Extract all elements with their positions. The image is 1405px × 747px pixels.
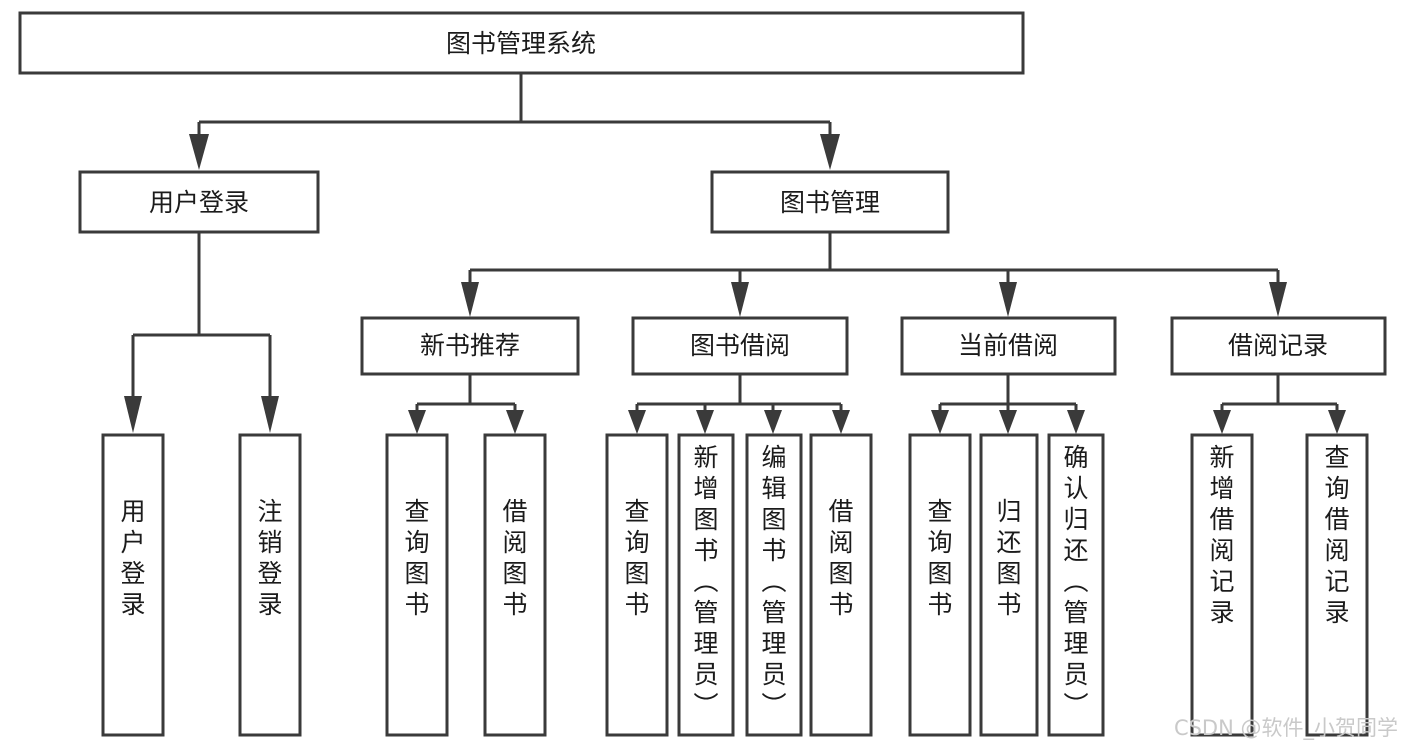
- leaf-current-query[interactable]: 查询图书: [908, 433, 972, 737]
- leaf-borrow-edit-box[interactable]: [745, 433, 803, 737]
- node-root-label: 图书管理系统: [446, 29, 596, 58]
- arrow-head-icon: [696, 410, 714, 434]
- leaf-borrow-lend-label: 借阅图书: [828, 497, 853, 619]
- connector-group-root: [189, 73, 840, 170]
- node-current-borrow-box[interactable]: [900, 316, 1117, 376]
- arrow-head-icon: [1213, 410, 1231, 434]
- leaf-current-confirm[interactable]: 确认归还︵管理员︶: [1047, 433, 1105, 737]
- node-root[interactable]: 图书管理系统: [18, 11, 1025, 75]
- connector-group-current-borrow: [931, 375, 1085, 434]
- connector-group-borrow-record: [1213, 375, 1346, 434]
- node-book-manage-box[interactable]: [710, 170, 950, 234]
- leaf-user-logout[interactable]: 注销登录: [238, 433, 302, 737]
- leaf-rec-query[interactable]: 查询图书: [385, 433, 449, 737]
- leaf-current-return[interactable]: 归还图书: [979, 433, 1039, 737]
- node-book-borrow[interactable]: 图书借阅: [631, 316, 849, 376]
- leaf-rec-query-box[interactable]: [385, 433, 449, 737]
- arrow-head-icon: [999, 410, 1017, 434]
- leaf-record-query-box[interactable]: [1305, 433, 1369, 737]
- connector-group-user-login: [124, 233, 279, 433]
- leaf-borrow-lend-box[interactable]: [809, 433, 873, 737]
- watermark: CSDN @软件_小贺同学: [1174, 716, 1398, 741]
- leaf-rec-borrow[interactable]: 借阅图书: [483, 433, 547, 737]
- leaf-borrow-edit-label: 编辑图书︵管理员︶: [761, 443, 786, 720]
- node-book-manage-label: 图书管理: [780, 188, 880, 217]
- node-user-login-box[interactable]: [78, 170, 320, 234]
- connector-group-book-borrow: [628, 375, 850, 434]
- leaf-current-confirm-label: 确认归还︵管理员︶: [1063, 443, 1088, 720]
- leaf-borrow-lend[interactable]: 借阅图书: [809, 433, 873, 737]
- node-current-borrow-label: 当前借阅: [958, 331, 1058, 360]
- node-current-borrow[interactable]: 当前借阅: [900, 316, 1117, 376]
- leaf-borrow-query-box[interactable]: [605, 433, 669, 737]
- arrow-head-icon: [999, 282, 1017, 317]
- leaf-user-logout-box[interactable]: [238, 433, 302, 737]
- arrow-head-icon: [189, 134, 209, 170]
- arrow-head-icon: [1269, 282, 1287, 317]
- leaf-current-query-label: 查询图书: [927, 497, 952, 619]
- leaf-current-confirm-box[interactable]: [1047, 433, 1105, 737]
- node-borrow-record-box[interactable]: [1170, 316, 1387, 376]
- leaf-rec-borrow-box[interactable]: [483, 433, 547, 737]
- node-borrow-record-label: 借阅记录: [1228, 331, 1328, 360]
- leaf-record-query-label: 查询借阅记录: [1324, 443, 1349, 627]
- arrow-head-icon: [820, 134, 840, 170]
- arrow-head-icon: [261, 396, 279, 433]
- leaf-current-return-box[interactable]: [979, 433, 1039, 737]
- node-book-manage[interactable]: 图书管理: [710, 170, 950, 234]
- arrow-head-icon: [506, 410, 524, 434]
- leaf-borrow-add-label: 新增图书︵管理员︶: [693, 443, 718, 720]
- connector-group-book-manage: [461, 233, 1287, 317]
- leaf-user-login-label: 用户登录: [120, 497, 145, 619]
- arrow-head-icon: [1328, 410, 1346, 434]
- node-new-book-rec[interactable]: 新书推荐: [360, 316, 580, 376]
- arrow-head-icon: [731, 282, 749, 317]
- leaf-record-query[interactable]: 查询借阅记录: [1305, 433, 1369, 737]
- node-new-book-rec-label: 新书推荐: [420, 331, 520, 360]
- arrow-head-icon: [764, 410, 782, 434]
- leaf-borrow-add-box[interactable]: [677, 433, 735, 737]
- leaf-user-logout-label: 注销登录: [257, 497, 282, 619]
- connector-group-new-book-rec: [408, 375, 524, 434]
- leaf-borrow-query-label: 查询图书: [624, 497, 649, 619]
- node-book-borrow-label: 图书借阅: [690, 331, 790, 360]
- leaf-record-add[interactable]: 新增借阅记录: [1190, 433, 1254, 737]
- leaf-record-add-label: 新增借阅记录: [1209, 443, 1234, 627]
- node-book-borrow-box[interactable]: [631, 316, 849, 376]
- leaf-rec-borrow-label: 借阅图书: [502, 497, 527, 619]
- leaf-record-add-box[interactable]: [1190, 433, 1254, 737]
- leaf-user-login-box[interactable]: [101, 433, 165, 737]
- leaf-borrow-edit[interactable]: 编辑图书︵管理员︶: [745, 433, 803, 737]
- node-user-login-label: 用户登录: [149, 188, 249, 217]
- node-user-login[interactable]: 用户登录: [78, 170, 320, 234]
- leaf-current-query-box[interactable]: [908, 433, 972, 737]
- arrow-head-icon: [832, 410, 850, 434]
- arrow-head-icon: [628, 410, 646, 434]
- leaf-borrow-query[interactable]: 查询图书: [605, 433, 669, 737]
- arrow-head-icon: [408, 410, 426, 434]
- node-new-book-rec-box[interactable]: [360, 316, 580, 376]
- arrow-head-icon: [931, 410, 949, 434]
- node-root-box[interactable]: [18, 11, 1025, 75]
- node-borrow-record[interactable]: 借阅记录: [1170, 316, 1387, 376]
- arrow-head-icon: [461, 282, 479, 317]
- leaf-current-return-label: 归还图书: [996, 497, 1021, 619]
- arrow-head-icon: [124, 396, 142, 433]
- arrow-head-icon: [1067, 410, 1085, 434]
- leaf-borrow-add[interactable]: 新增图书︵管理员︶: [677, 433, 735, 737]
- leaf-rec-query-label: 查询图书: [404, 497, 429, 619]
- leaf-user-login[interactable]: 用户登录: [101, 433, 165, 737]
